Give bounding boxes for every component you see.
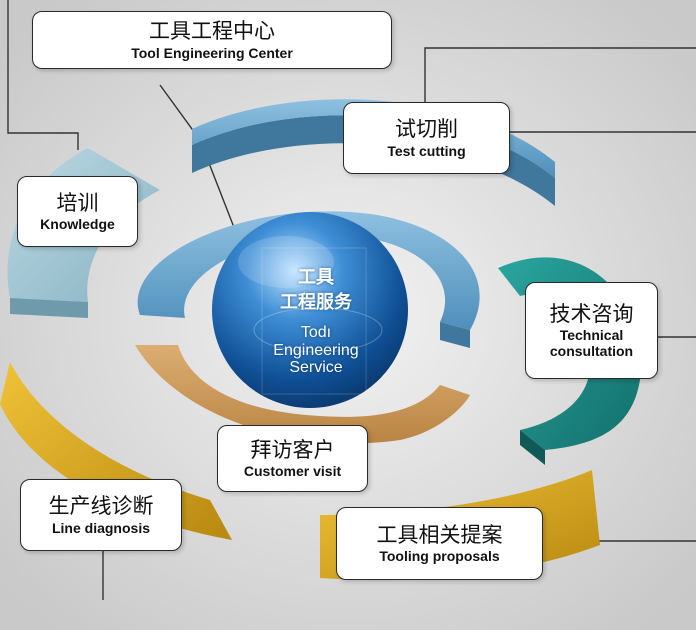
connector-knowledge xyxy=(7,0,79,150)
customer-visit-zh: 拜访客户 xyxy=(250,437,335,462)
callout-tool-engineering-center: 工具工程中心 Tool Engineering Center xyxy=(32,11,392,69)
tool-engineering-center-en: Tool Engineering Center xyxy=(131,44,293,61)
connector-test-cutting-top xyxy=(424,47,696,118)
customer-visit-en: Customer visit xyxy=(243,463,342,480)
center-sphere xyxy=(212,212,408,408)
center-en-line2: Engineering xyxy=(273,341,359,359)
test-cutting-en: Test cutting xyxy=(387,142,466,159)
callout-knowledge: 培训 Knowledge xyxy=(17,176,138,247)
technical-consultation-en-line2: consultation xyxy=(549,343,634,360)
tooling-proposals-en: Tooling proposals xyxy=(379,548,500,565)
center-en-line1: Todı xyxy=(300,323,332,341)
technical-consultation-en-line1: Technical xyxy=(559,327,624,343)
sphere-highlight xyxy=(238,236,334,288)
line-diagnosis-zh: 生产线诊断 xyxy=(48,494,154,519)
knowledge-en: Knowledge xyxy=(40,216,115,233)
line-diagnosis-en: Line diagnosis xyxy=(51,519,150,536)
light-blue-arc-front xyxy=(10,298,88,318)
sphere-orbit xyxy=(253,307,383,353)
callout-technical-consultation: 技术咨询 Technical consultation xyxy=(525,282,658,379)
inner-blue-ring-end xyxy=(440,322,470,348)
test-cutting-zh: 试切削 xyxy=(395,117,458,142)
tool-engineering-center-zh: 工具工程中心 xyxy=(149,19,275,44)
sphere-frame xyxy=(261,247,367,395)
callout-customer-visit: 拜访客户 Customer visit xyxy=(217,425,368,492)
tan-inner-ring xyxy=(135,345,470,444)
tooling-proposals-zh: 工具相关提案 xyxy=(376,522,503,547)
technical-consultation-zh: 技术咨询 xyxy=(549,301,634,326)
callout-tooling-proposals: 工具相关提案 Tooling proposals xyxy=(336,507,543,580)
callout-test-cutting: 试切削 Test cutting xyxy=(343,102,510,174)
center-title-line2: 工程服务 xyxy=(280,291,352,313)
center-en-line3: Service xyxy=(289,359,343,377)
center-label: 工具 工程服务 Todı Engineering Service xyxy=(236,266,396,377)
teal-arc-end xyxy=(520,430,545,465)
inner-blue-ring xyxy=(137,211,480,330)
callout-line-diagnosis: 生产线诊断 Line diagnosis xyxy=(20,479,182,551)
knowledge-zh: 培训 xyxy=(56,190,99,215)
center-title-line1: 工具 xyxy=(298,267,334,288)
